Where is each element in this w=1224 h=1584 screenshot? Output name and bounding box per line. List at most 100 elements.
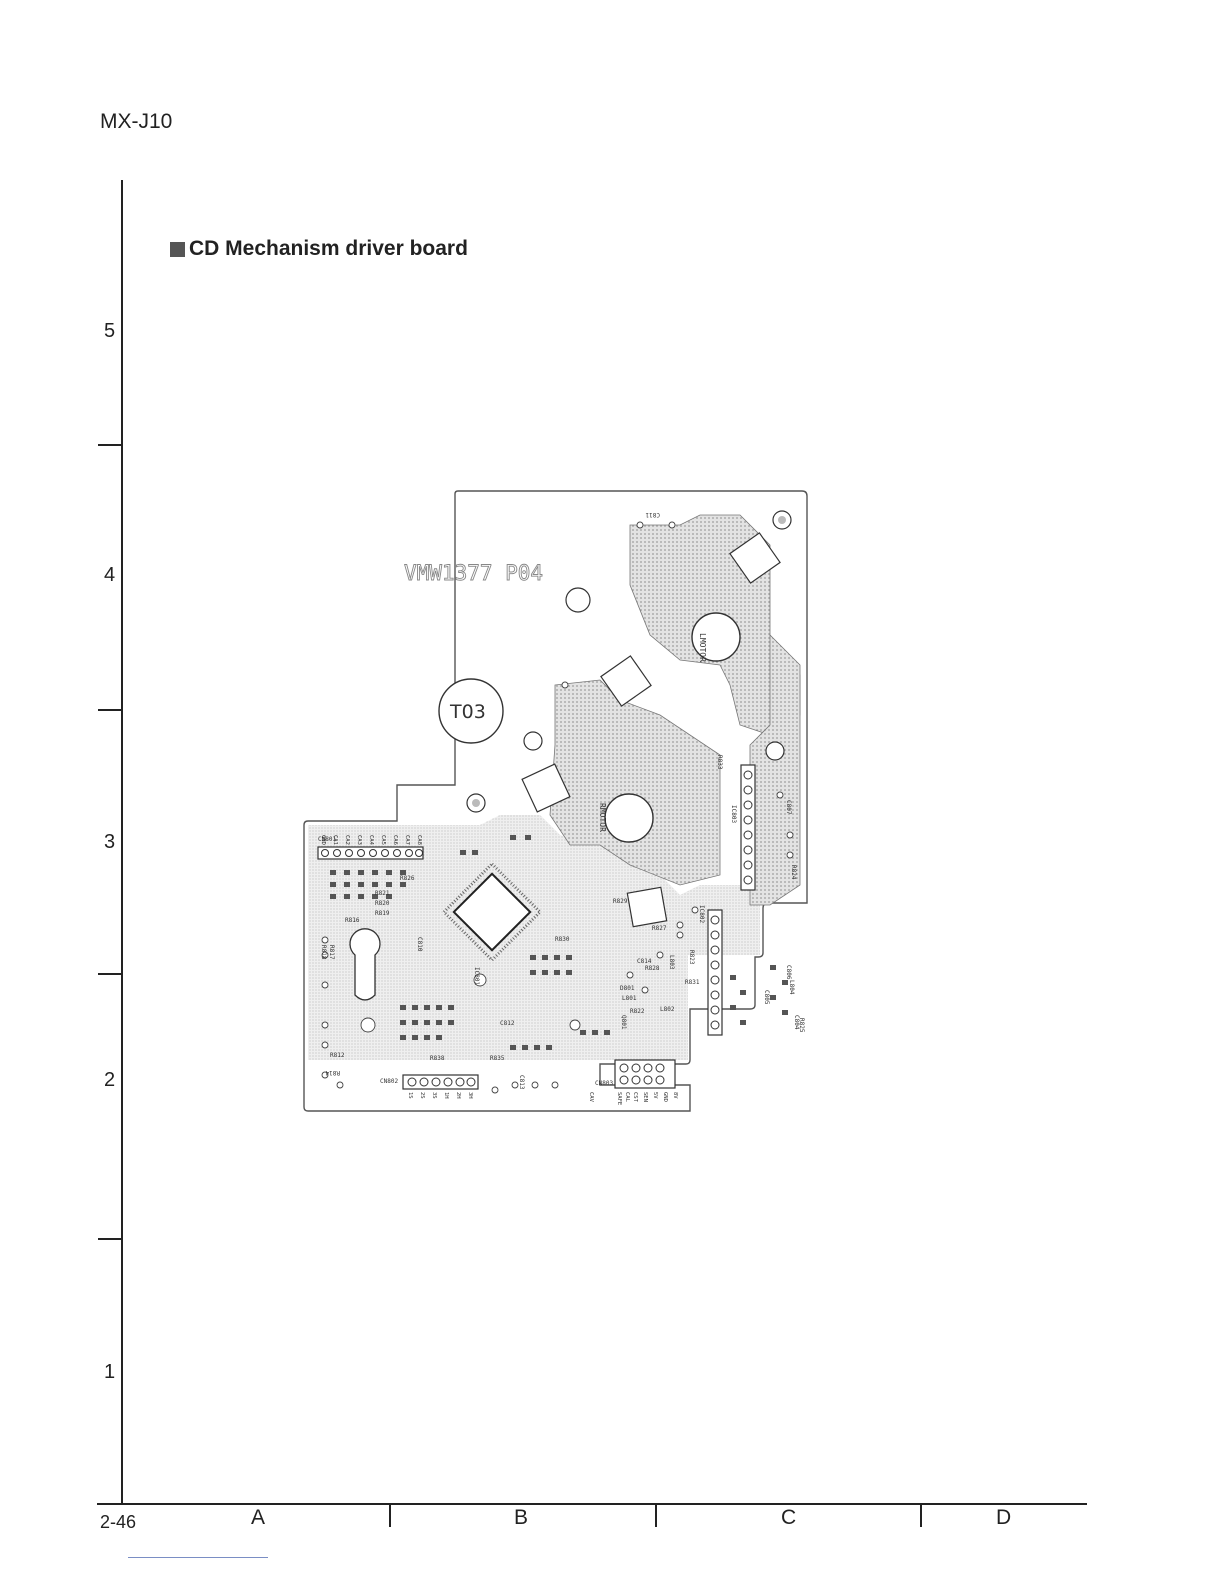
grid-horizontal-axis xyxy=(97,1503,1087,1505)
svg-text:R814: R814 xyxy=(325,1069,340,1076)
svg-text:R826: R826 xyxy=(400,875,415,882)
lmotor-label: LMOTOR xyxy=(698,633,707,662)
svg-text:5V: 5V xyxy=(652,1092,658,1099)
svg-text:R838: R838 xyxy=(430,1055,445,1062)
svg-text:3H: 3H xyxy=(467,1092,473,1099)
rmotor-label: RMOTOR xyxy=(598,803,607,832)
svg-text:D801: D801 xyxy=(620,985,635,992)
connector-cn801 xyxy=(614,1059,676,1089)
via-holes xyxy=(321,521,794,1094)
row-label-5: 5 xyxy=(104,320,116,342)
ic801-chip xyxy=(452,872,532,952)
svg-text:R812: R812 xyxy=(330,1052,345,1059)
grid-vertical-axis xyxy=(121,180,123,1505)
row-divider xyxy=(98,709,122,711)
mounting-hole xyxy=(765,741,785,761)
mount-pad xyxy=(729,532,781,584)
section-title: CD Mechanism driver board xyxy=(170,237,468,261)
page-number: 2-46 xyxy=(100,1512,137,1532)
model-header: MX-J10 xyxy=(100,110,173,133)
svg-text:8V: 8V xyxy=(672,1092,678,1099)
svg-text:CA2: CA2 xyxy=(344,835,350,845)
svg-text:1H: 1H xyxy=(443,1092,449,1099)
board-part-number: VMW1377 P04 xyxy=(404,561,543,585)
svg-text:2H: 2H xyxy=(455,1092,461,1099)
svg-text:R833: R833 xyxy=(716,755,723,770)
svg-text:C804: C804 xyxy=(793,1015,800,1030)
svg-text:IC803: IC803 xyxy=(730,805,737,823)
svg-text:CA8: CA8 xyxy=(416,835,422,845)
svg-text:CA7: CA7 xyxy=(404,835,410,845)
svg-text:GND: GND xyxy=(662,1092,668,1102)
pcb-board-drawing: LMOTOR RMOTOR VMW1377 P04 T03 xyxy=(303,490,808,1112)
mounting-hole xyxy=(472,799,480,807)
svg-text:CN802: CN802 xyxy=(380,1078,398,1085)
svg-text:C811: C811 xyxy=(645,511,660,518)
svg-text:R821: R821 xyxy=(375,890,390,897)
copper-lower-area xyxy=(308,815,760,1060)
svg-text:L803: L803 xyxy=(668,955,675,970)
svg-text:R825: R825 xyxy=(798,1018,805,1033)
svg-text:1S: 1S xyxy=(407,1092,413,1099)
svg-text:R829: R829 xyxy=(613,898,628,905)
svg-text:R823: R823 xyxy=(688,950,695,965)
row-label-2: 2 xyxy=(104,1069,116,1091)
svg-text:R817: R817 xyxy=(328,945,335,960)
component-pads xyxy=(330,835,788,1050)
svg-text:2S: 2S xyxy=(419,1092,425,1099)
mounting-hole xyxy=(523,731,543,751)
ic803-pin-strip xyxy=(740,764,756,891)
svg-text:C805: C805 xyxy=(763,990,770,1005)
mount-pad xyxy=(626,886,668,928)
svg-text:CAV: CAV xyxy=(588,1092,594,1103)
svg-text:CA5: CA5 xyxy=(380,835,386,845)
footer-rule xyxy=(128,1557,268,1558)
column-divider xyxy=(920,1505,922,1527)
svg-text:CN801: CN801 xyxy=(318,836,336,843)
svg-text:CST: CST xyxy=(632,1092,638,1103)
row-label-1: 1 xyxy=(104,1361,116,1383)
svg-text:3S: 3S xyxy=(431,1092,437,1099)
svg-text:L802: L802 xyxy=(660,1006,675,1013)
mount-pad xyxy=(600,655,652,707)
svg-text:R835: R835 xyxy=(490,1055,505,1062)
row-divider xyxy=(98,1238,122,1240)
svg-text:L804: L804 xyxy=(788,980,795,995)
mounting-hole xyxy=(778,516,786,524)
svg-text:C806: C806 xyxy=(785,965,792,980)
column-label-d: D xyxy=(996,1506,1012,1529)
component-designators-extra: L803 L804 D801 Q801 xyxy=(620,955,795,1030)
svg-text:CAL: CAL xyxy=(624,1092,630,1103)
svg-text:R820: R820 xyxy=(375,900,390,907)
svg-text:CN803: CN803 xyxy=(595,1080,613,1087)
svg-text:L801: L801 xyxy=(622,995,637,1002)
mount-pad xyxy=(521,763,571,813)
svg-text:C812: C812 xyxy=(500,1020,515,1027)
column-divider xyxy=(655,1505,657,1527)
lmotor-hole xyxy=(691,612,741,662)
mounting-hole xyxy=(565,587,591,613)
svg-text:C814: C814 xyxy=(637,958,652,965)
rmotor-hole xyxy=(604,793,654,843)
svg-text:R824: R824 xyxy=(790,865,797,880)
connector-cn803 xyxy=(317,846,424,860)
svg-text:CA3: CA3 xyxy=(356,835,362,845)
svg-text:R816: R816 xyxy=(345,917,360,924)
column-label-b: B xyxy=(514,1506,529,1529)
test-point-label: T03 xyxy=(449,701,486,723)
column-label-c: C xyxy=(781,1506,797,1529)
svg-text:CA4: CA4 xyxy=(368,835,374,846)
svg-text:CA6: CA6 xyxy=(392,835,398,845)
svg-text:Q801: Q801 xyxy=(620,1015,627,1030)
column-divider xyxy=(389,1505,391,1527)
svg-text:R819: R819 xyxy=(375,910,390,917)
svg-text:R831: R831 xyxy=(685,979,700,986)
row-label-3: 3 xyxy=(104,831,116,853)
svg-text:GND: GND xyxy=(320,835,326,845)
column-label-a: A xyxy=(251,1506,266,1529)
svg-text:R828: R828 xyxy=(645,965,660,972)
keyhole-slot xyxy=(349,928,381,1001)
ic802-pin-strip xyxy=(707,909,723,1036)
row-divider xyxy=(98,973,122,975)
svg-text:SEN: SEN xyxy=(642,1092,648,1102)
